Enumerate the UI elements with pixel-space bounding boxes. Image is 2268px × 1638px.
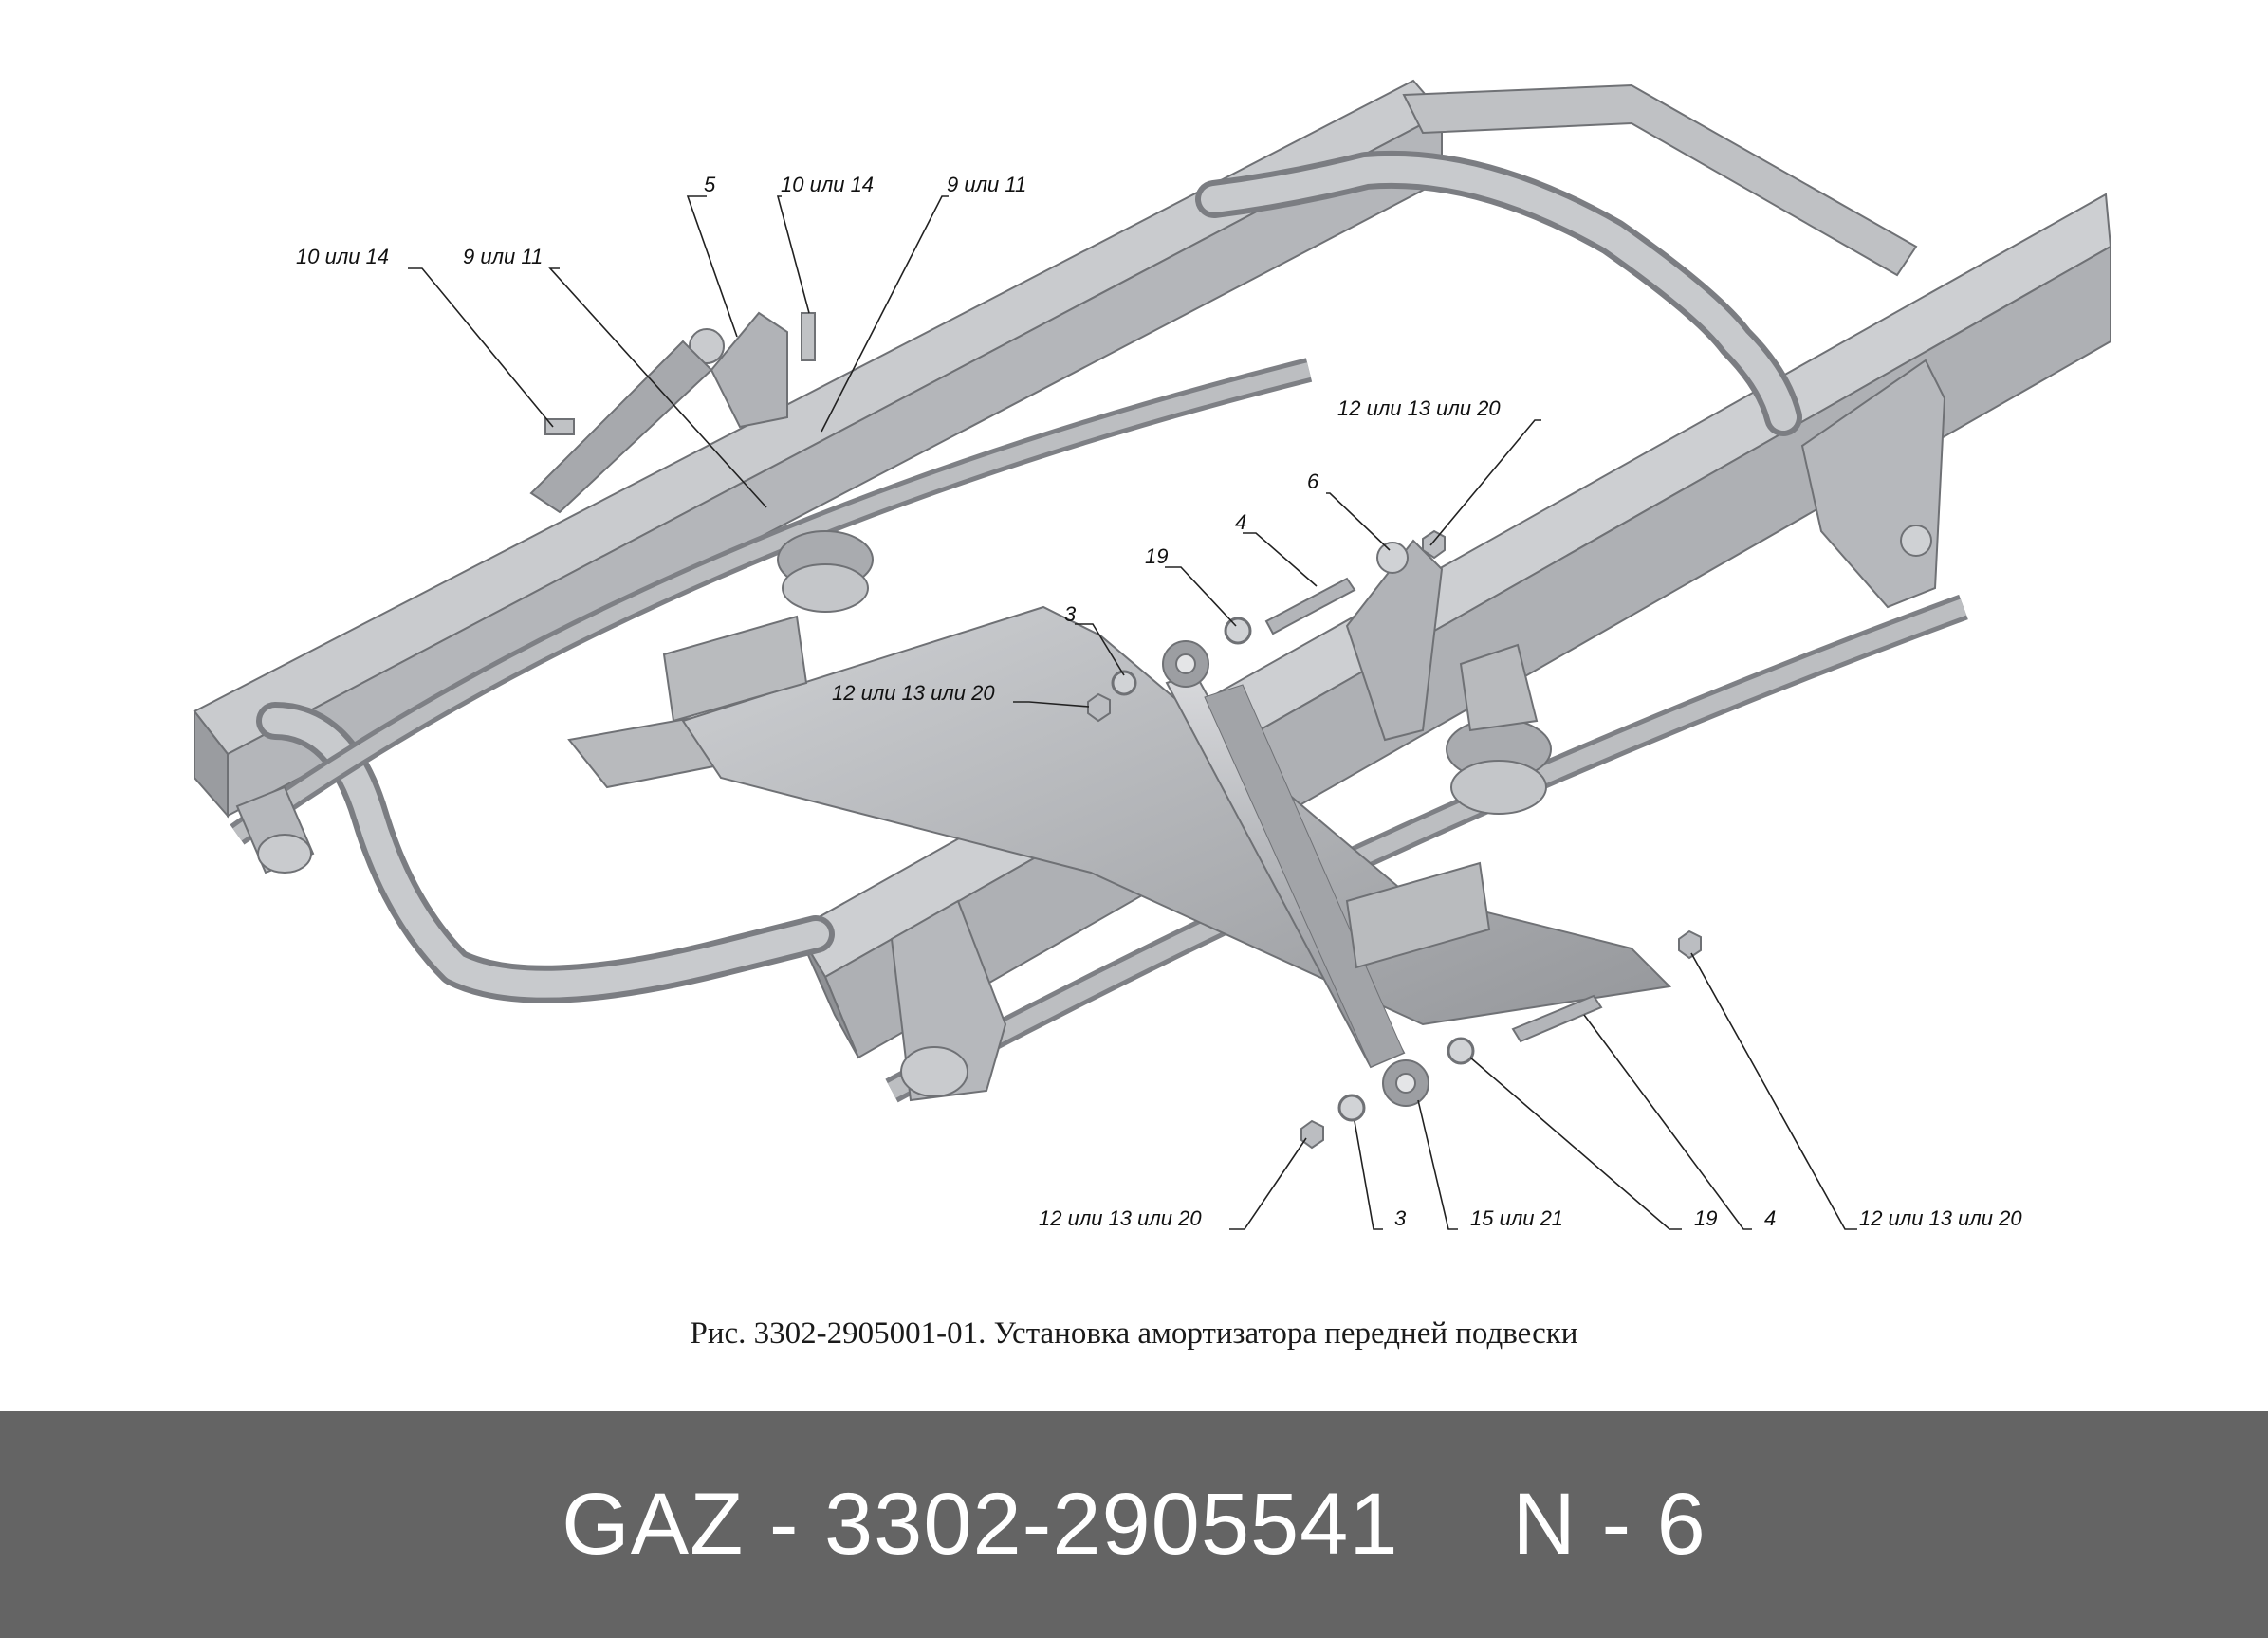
spring-hanger-front [235,785,1007,1102]
bump-stop-right [1446,643,1552,815]
washer-upper-19 [1224,617,1252,645]
fasteners [1087,529,1702,1150]
spring-hanger-rear [1800,359,1946,609]
callout-label: 9 или 11 [463,245,543,268]
washer-lower-19 [1447,1037,1475,1065]
callout-labels: 5 10 или 14 9 или 11 10 или 14 9 или 11 … [296,173,2022,1230]
callout-label: 12 или 13 или 20 [1039,1206,1202,1230]
nut-upper-left [1087,692,1111,723]
spring-bracket-5 [529,311,816,514]
callout-label: 19 [1694,1206,1717,1230]
callout-label: 9 или 11 [947,173,1026,196]
leader-lines [408,195,1857,1230]
quantity-label: N - 6 [1512,1476,1706,1573]
leaf-spring-right [885,594,1968,1103]
nut-upper-right [1422,529,1446,560]
suspension-assembly-diagram: 5 10 или 14 9 или 11 10 или 14 9 или 11 … [193,79,2112,1230]
callout-label: 19 [1145,544,1168,568]
callout-label: 3 [1394,1206,1407,1230]
part-number-bar: GAZ - 3302-2905541 N - 6 [0,1411,2268,1638]
callout-label: 4 [1235,510,1246,534]
leaf-spring-left [230,358,1313,845]
callout-label: 12 или 13 или 20 [1859,1206,2022,1230]
callout-label: 10 или 14 [781,173,874,196]
callout-label: 12 или 13 или 20 [832,681,995,705]
callout-label: 15 или 21 [1470,1206,1563,1230]
figure-caption: Рис. 3302-2905001-01. Установка амортиза… [690,1316,1578,1351]
callout-label: 5 [704,173,716,196]
nut-lower-right [1678,929,1702,960]
shock-pin-upper [1264,577,1356,635]
nut-lower-left [1300,1119,1324,1150]
shock-upper-bracket [1345,539,1444,742]
washer-upper-3 [1111,670,1137,696]
u-bolt-clamps [662,615,1491,969]
washer-lower-3 [1337,1094,1366,1122]
callout-label: 3 [1064,602,1077,626]
callout-label: 6 [1307,469,1319,493]
bump-stop-left [777,530,874,613]
callout-label: 12 или 13 или 20 [1337,396,1501,420]
part-number: GAZ - 3302-2905541 [562,1476,1399,1573]
shock-pin-lower [1511,994,1603,1043]
callout-label: 4 [1764,1206,1776,1230]
shock-absorber [1162,640,1429,1107]
callout-label: 10 или 14 [296,245,389,268]
